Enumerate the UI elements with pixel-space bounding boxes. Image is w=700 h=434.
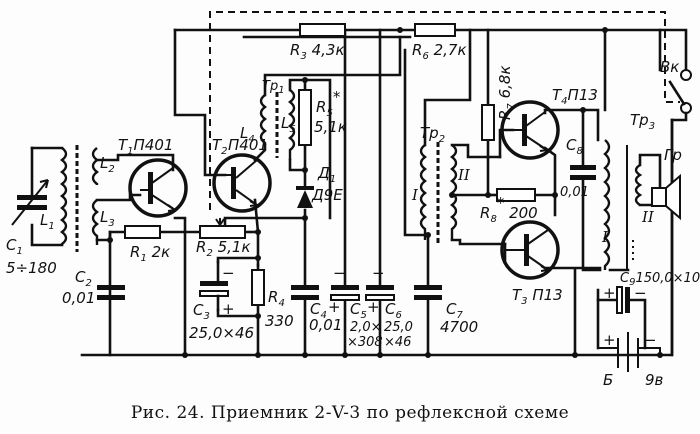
junctions (107, 27, 663, 358)
value-battery: 9в (645, 371, 664, 389)
label-c7: C7 (446, 300, 463, 321)
capacitor-c4 (291, 285, 319, 300)
speaker-icon (651, 173, 681, 221)
diode-d1 (296, 186, 314, 208)
label-switch: Вк (660, 58, 679, 76)
c4-plus: + (328, 298, 341, 316)
label-l5: L5 (281, 114, 296, 135)
transformer-tp3 (603, 139, 643, 270)
label-t2: T2 (212, 136, 228, 157)
value-c5-line1: 2,0× (350, 320, 382, 335)
wires (30, 28, 688, 357)
resistor-r3 (299, 23, 346, 37)
label-c2: C2 (75, 268, 92, 289)
label-c6: C6 (385, 300, 402, 321)
label-c3: C3 (193, 301, 210, 322)
resistor-r8 (496, 188, 536, 202)
c9-plus: + (603, 284, 616, 302)
label-r3: R3 4,3к (290, 41, 345, 62)
c5-minus: − (333, 264, 346, 282)
resistor-r1 (124, 225, 161, 239)
transistor-t4 (500, 100, 560, 160)
value-c5-line2: ×308 (347, 335, 383, 350)
battery-plus: + (603, 331, 616, 349)
inductor-l2 (91, 147, 99, 185)
value-t2: П401 (228, 136, 268, 154)
inductor-l1 (60, 145, 79, 252)
value-c6-line1: 25,0 (384, 320, 413, 335)
labels: C1 5÷180 L1 L2 L3 T1П401 T2 П401 R1 2к R… (6, 41, 700, 389)
label-r5: R5* (316, 88, 341, 119)
capacitor-c5 (330, 285, 360, 301)
c5-plus: + (367, 298, 380, 316)
capacitor-c1 (11, 179, 49, 226)
label-l4: L4 (240, 124, 255, 145)
tp3-winding-2: II (641, 208, 655, 226)
label-c9: C9150,0×108 (620, 271, 700, 288)
resistor-r4 (251, 269, 265, 306)
transistor-t1 (128, 158, 188, 218)
value-c6-line2: ×46 (384, 335, 411, 350)
power-switch[interactable] (668, 69, 692, 122)
label-t1: T1П401 (118, 136, 173, 157)
label-tp3: Тр3 (630, 111, 655, 132)
battery-minus: − (644, 331, 657, 349)
label-l2: L2 (100, 154, 115, 175)
label-c8: C8 (566, 136, 583, 157)
c3-plus: + (222, 300, 235, 318)
transistor-t2 (212, 153, 272, 213)
label-battery: Б (603, 371, 613, 389)
label-r8: R8* 200 (480, 194, 538, 225)
label-r7: R7 6,8к (496, 65, 517, 120)
value-r5: 5,1к (314, 118, 347, 136)
capacitor-c7 (414, 285, 442, 300)
label-r2: R2 5,1к (196, 238, 251, 259)
resistor-r5 (298, 89, 312, 146)
transformer-tp2 (419, 142, 458, 245)
transistor-t3 (500, 220, 560, 280)
capacitor-c9 (616, 286, 630, 314)
resistor-r6 (414, 23, 456, 37)
capacitor-c3 (199, 260, 229, 312)
value-r4: 330 (265, 312, 294, 330)
value-c8: 0,01 (560, 185, 589, 200)
c9-minus: − (634, 284, 647, 302)
label-c4: C4 (310, 300, 327, 321)
label-speaker: Гр (664, 146, 682, 164)
dashed-link (209, 11, 680, 210)
value-c7: 4700 (440, 318, 478, 336)
potentiometer-r2 (199, 218, 246, 239)
c6-minus: − (372, 264, 385, 282)
label-r4: R4 (268, 288, 285, 309)
tp3-winding-1: I (601, 228, 609, 246)
value-c4: 0,01 (309, 316, 342, 334)
label-r1: R1 2к (130, 243, 170, 264)
value-d1: Д9Е (311, 186, 343, 204)
inductor-l3 (91, 199, 99, 245)
label-c5: C5 (350, 300, 367, 321)
transformer-tp1 (259, 89, 296, 160)
tp2-winding-2: II (457, 166, 471, 184)
label-l1: L1 (40, 211, 55, 232)
capacitor-c6 (365, 285, 395, 301)
label-l3: L3 (100, 208, 115, 229)
c3-minus: − (222, 264, 235, 282)
label-t3: T3 П13 (512, 286, 563, 307)
value-c1: 5÷180 (6, 259, 57, 277)
value-c2: 0,01 (62, 289, 95, 307)
label-r6: R6 2,7к (412, 41, 467, 62)
label-tp2: Тр2 (420, 124, 445, 145)
tp2-winding-1: I (411, 186, 419, 204)
capacitor-c8 (570, 165, 596, 180)
label-tp1: Тр1 (262, 79, 285, 96)
value-c3: 25,0×46 (189, 324, 254, 342)
figure-caption: Рис. 24. Приемник 2-V-3 по рефлексной сх… (131, 403, 569, 423)
label-t4: T4П13 (552, 86, 598, 107)
resistor-r7 (481, 104, 495, 141)
label-c1: C1 (6, 236, 23, 257)
label-d1: Д1 (317, 164, 336, 185)
